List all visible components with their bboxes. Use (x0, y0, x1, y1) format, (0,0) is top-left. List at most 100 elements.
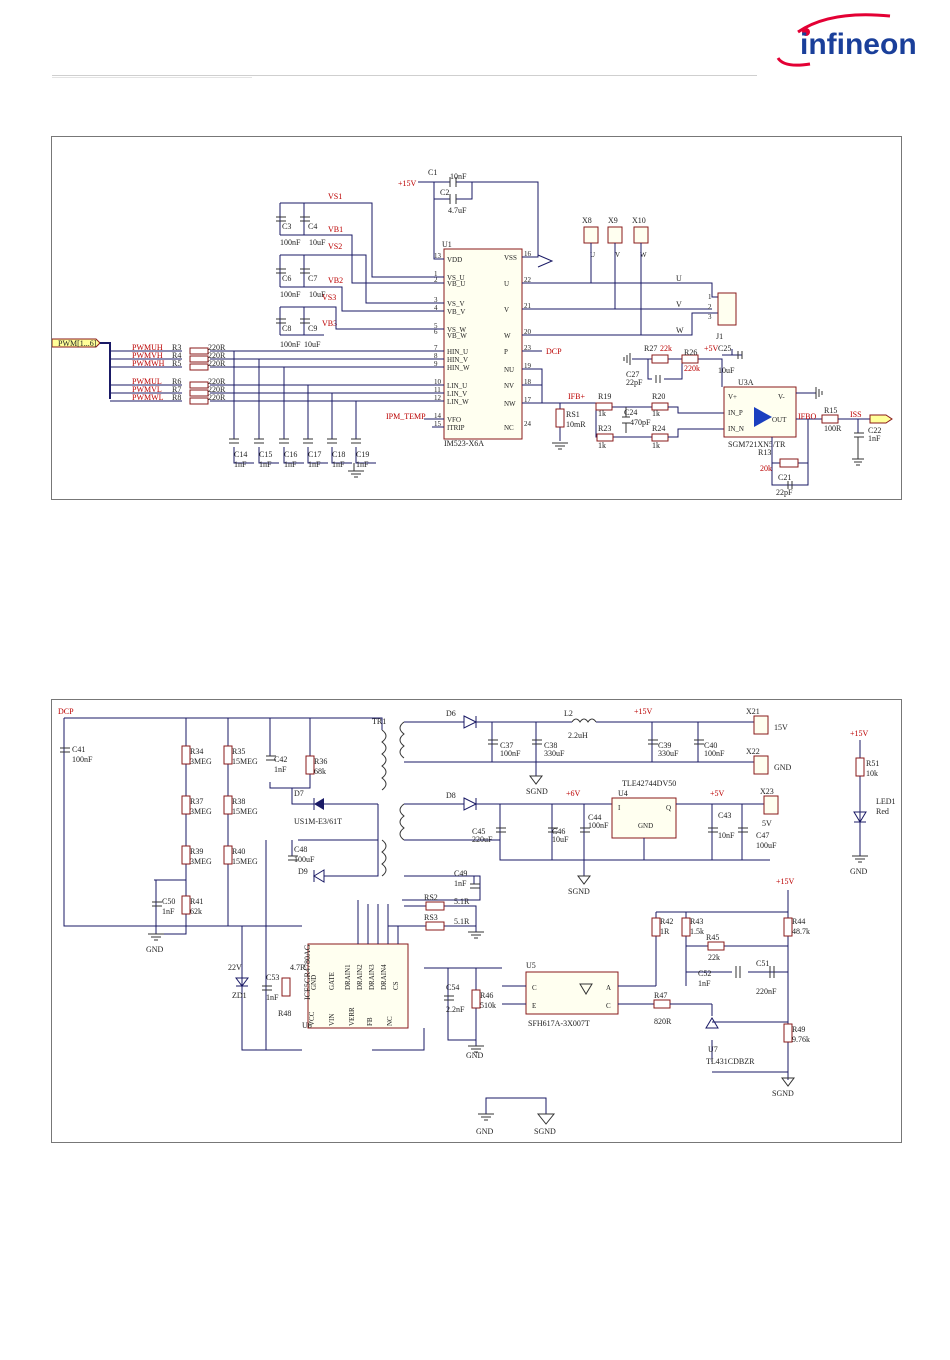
r36-val: 68k (314, 767, 326, 776)
u1-pin-name: VSS (504, 254, 517, 262)
c4-ref: C4 (308, 222, 317, 231)
d7-part: US1M-E3/61T (294, 817, 342, 826)
r44-ref: R44 (792, 917, 805, 926)
x9-label: V (615, 251, 620, 259)
u5-pin-c1: C (532, 984, 537, 992)
u1-pin-num: 2 (434, 276, 438, 284)
sgnd-1: SGND (526, 787, 548, 796)
pwm-resistor (189, 363, 209, 371)
net-15v-2: +15V (634, 707, 653, 716)
pwm-resistor-ref: R4 (172, 351, 181, 360)
out-w: W (676, 326, 684, 335)
u1-pin-name: NW (504, 400, 516, 408)
u1-pin-num: 3 (434, 296, 438, 304)
rs2-val: 5.1R (454, 897, 470, 906)
r37-val: 3MEG (190, 807, 212, 816)
u1-pin-name: HIN_W (447, 364, 470, 372)
infineon-logo: infineon (776, 13, 917, 67)
u6-pin-name: VERR (348, 1007, 356, 1026)
pwm-resistor-val: 220R (208, 359, 226, 368)
c22-ref: C22 (868, 426, 881, 435)
r41-val: 62k (190, 907, 202, 916)
u1-pin-num: 8 (434, 352, 438, 360)
r13-val: 20k (760, 464, 772, 473)
filter-cap-ref: C16 (284, 450, 297, 459)
c43-val: 10nF (718, 831, 735, 840)
c44-val: 100nF (588, 821, 609, 830)
c46-val: 10uF (552, 835, 569, 844)
net-vb2: VB2 (328, 276, 343, 285)
c2-val: 4.7uF (448, 206, 467, 215)
r51-ref: R51 (866, 759, 879, 768)
header-rule-accent (52, 77, 252, 78)
r20-ref: R20 (652, 392, 665, 401)
header-rule (52, 75, 757, 76)
c24-val: 470pF (630, 418, 651, 427)
r48-ref: R48 (278, 1009, 291, 1018)
u6-pin-name: DRAIN1 (344, 964, 352, 990)
pwm-net-label: PWMUH (132, 343, 163, 352)
c50-val: 1nF (162, 907, 175, 916)
c43-ref: C43 (718, 811, 731, 820)
u1-pin-name: NU (504, 366, 514, 374)
c41-ref: C41 (72, 745, 85, 754)
r39-ref: R39 (190, 847, 203, 856)
r51-val: 10k (866, 769, 878, 778)
c47-ref: C47 (756, 831, 769, 840)
c9-val: 10uF (304, 340, 321, 349)
u1-pin-num: 14 (434, 412, 442, 420)
c22-val: 1nF (868, 434, 881, 443)
u1-pin-num: 19 (524, 362, 532, 370)
u4-pin-i: I (618, 804, 621, 812)
x22-ref: X22 (746, 747, 760, 756)
u1-pin-name: VB_U (447, 280, 465, 288)
r27-ref: R27 (644, 344, 657, 353)
c3-ref: C3 (282, 222, 291, 231)
u1-pin-name: HIN_V (447, 356, 468, 364)
c6-val: 100nF (280, 290, 301, 299)
l2-ref: L2 (564, 709, 573, 718)
u6-pin-name: VIN (328, 1014, 336, 1026)
pwm-net-label: PWMWH (132, 359, 165, 368)
pwm-resistor-ref: R6 (172, 377, 181, 386)
u1-pin-name: LIN_V (447, 390, 467, 398)
out-v: V (676, 300, 682, 309)
r49-ref: R49 (792, 1025, 805, 1034)
u3-body (723, 386, 797, 438)
u6-pin-name: CS (392, 981, 400, 990)
gnd-2: GND (466, 1051, 484, 1060)
u1-pin-name: VFO (447, 416, 461, 424)
net-15v: +15V (398, 179, 417, 188)
u5-pin-a: A (606, 984, 611, 992)
u1-pin-name: VB_V (447, 308, 465, 316)
r40-ref: R40 (232, 847, 245, 856)
u1-pin-num: 22 (524, 276, 532, 284)
c44-ref: C44 (588, 813, 601, 822)
net-vb3: VB3 (322, 319, 337, 328)
rs1-val: 10mR (566, 420, 586, 429)
c8-val: 100nF (280, 340, 301, 349)
u1-pin-num: 18 (524, 378, 532, 386)
filter-cap-val: 1nF (356, 460, 369, 469)
c42-ref: C42 (274, 755, 287, 764)
c3-val: 100nF (280, 238, 301, 247)
schematic-aux-power-supply: DCP C41 100nF R34 3MEG R37 3MEG R39 3MEG… (51, 699, 902, 1143)
u7-part: TL431CDBZR (706, 1057, 755, 1066)
u1-pin-num: 7 (434, 344, 438, 352)
u1-pin-name: VS_W (447, 326, 466, 334)
pwm-resistor (189, 381, 209, 389)
pwm-resistor (189, 389, 209, 397)
c49-val: 1nF (454, 879, 467, 888)
u1-pin-name: LIN_W (447, 398, 469, 406)
filter-cap-ref: C18 (332, 450, 345, 459)
u1-pin-name: U (504, 280, 509, 288)
u1-pin-num: 15 (434, 420, 442, 428)
pwm-resistor-val: 220R (208, 393, 226, 402)
u1-pin-num: 10 (434, 378, 442, 386)
c21-val: 22pF (776, 488, 793, 497)
pwm-resistor-val: 220R (208, 385, 226, 394)
gnd-tie: GND (476, 1127, 494, 1136)
c1-ref: C1 (428, 168, 437, 177)
